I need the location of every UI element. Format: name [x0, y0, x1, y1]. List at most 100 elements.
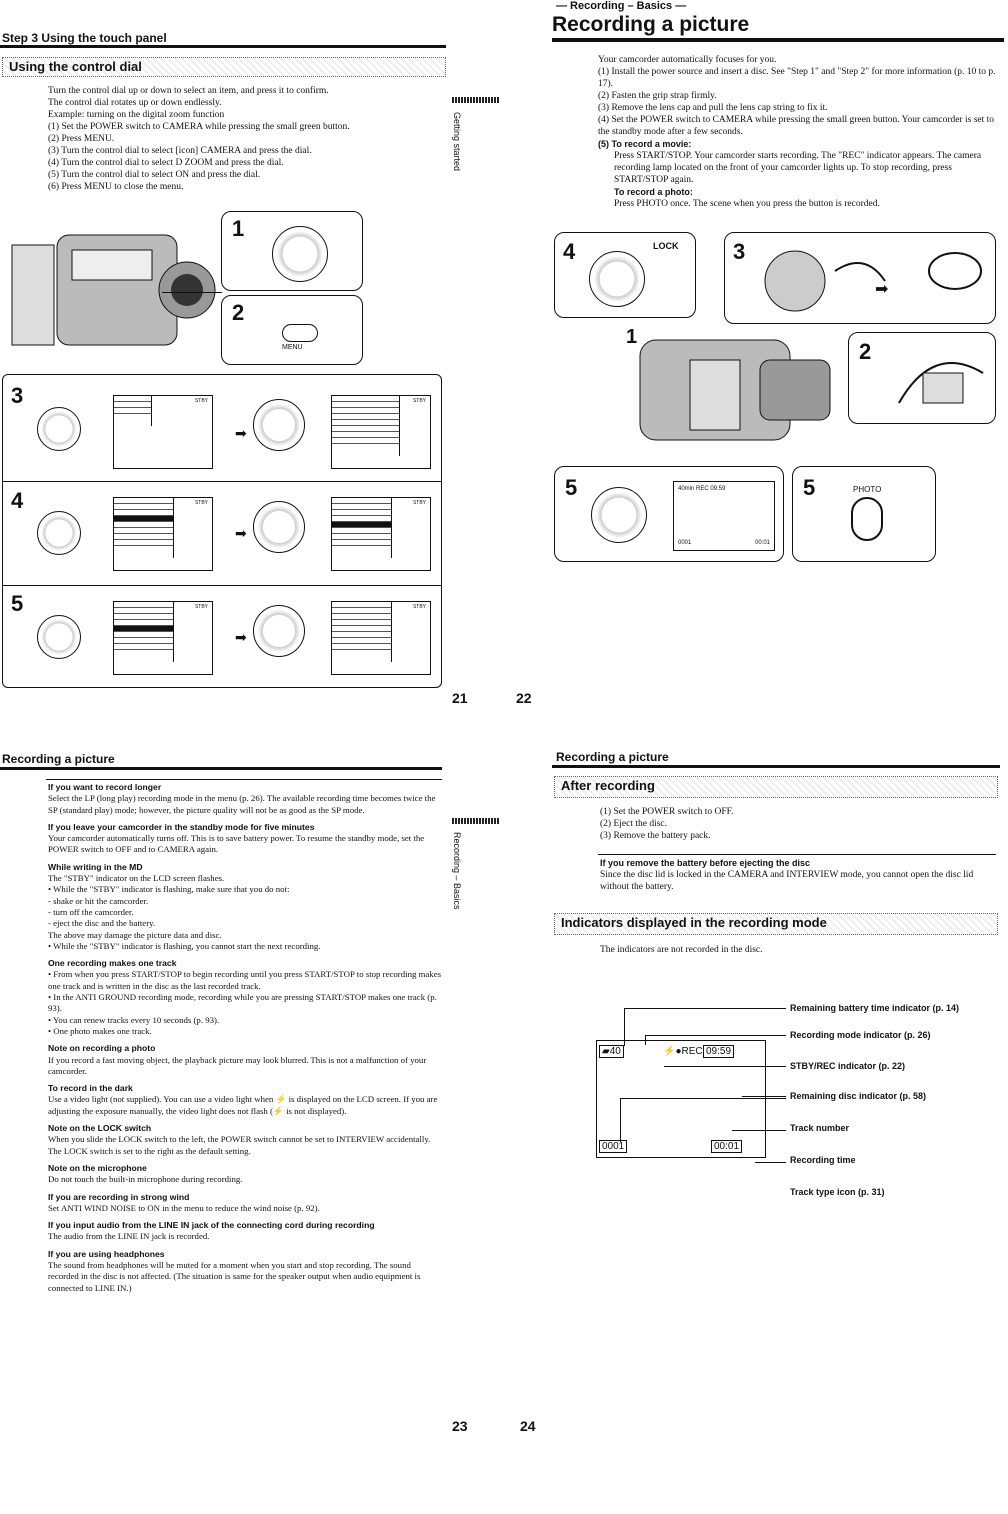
menu-row: [114, 638, 173, 644]
step-number: 2: [232, 300, 245, 325]
leader-line: [645, 1035, 646, 1045]
menu-row: [332, 408, 399, 414]
menu-row: [332, 614, 391, 620]
note-text: Use a video light (not supplied). You ca…: [48, 1094, 438, 1116]
menu-column: [332, 602, 392, 662]
page21-rule: [0, 45, 446, 48]
menu-row: [332, 504, 391, 510]
step-number: 4: [11, 488, 24, 513]
intro-line: The control dial rotates up or down endl…: [48, 98, 222, 108]
arrow-right-icon: ➡: [235, 629, 247, 645]
indicator-label: Track number: [790, 1123, 850, 1133]
note-text: • In the ANTI GROUND recording mode, rec…: [48, 992, 437, 1014]
menu-row: [114, 396, 151, 402]
step1-box: 1: [221, 211, 363, 291]
page23-rule: [0, 767, 442, 770]
section-title-control-dial: Using the control dial: [2, 57, 446, 77]
menu-column: [114, 498, 174, 558]
side-tab-marker: [452, 818, 500, 824]
intro-line: (4) Turn the control dial to select D ZO…: [48, 158, 284, 168]
menu-column: [114, 396, 152, 426]
section-title-text: Indicators displayed in the recording mo…: [561, 915, 827, 930]
leader-line: [620, 1098, 786, 1099]
page22-rule: [552, 38, 1004, 42]
menu-label: MENU: [282, 344, 303, 351]
page-number-22: 22: [516, 690, 532, 706]
page24-rule: [552, 765, 1000, 768]
menu-row: [332, 644, 391, 650]
menu-row: [114, 540, 173, 546]
control-dial-icon: [37, 615, 81, 659]
step-line: (1) Set the POWER switch to OFF.: [600, 807, 734, 817]
step-line: (3) Remove the lens cap and pull the len…: [598, 103, 828, 113]
page22-header: — Recording – Basics —: [556, 0, 687, 12]
dial-press-icon: [253, 399, 305, 451]
lcd-rec-screen: 40min REC 09:59 0001 00:01: [673, 481, 775, 551]
menu-row: [332, 510, 391, 516]
panel-divider: [3, 585, 441, 586]
indicator-label: Remaining disc indicator (p. 58): [790, 1091, 927, 1101]
step-number: 5: [11, 591, 24, 616]
menu-row: [332, 626, 391, 632]
menu-row-selected: [114, 626, 173, 632]
menu-row: [114, 632, 173, 638]
dial-press-icon: [253, 501, 305, 553]
battery-icon: ▰: [602, 1046, 610, 1057]
step-line: Press START/STOP. Your camcorder starts …: [614, 151, 982, 185]
note-text: - shake or hit the camcorder.: [48, 895, 149, 906]
menu-row: [332, 396, 399, 402]
note-heading: If you are using headphones: [48, 1248, 165, 1259]
leader-line: [624, 1008, 625, 1046]
arrow-right-icon: ➡: [875, 281, 889, 298]
menu-row: [332, 516, 391, 522]
lcd-menu-screen: STBY: [331, 601, 431, 675]
note-text: The sound from headphones will be muted …: [48, 1259, 421, 1293]
note-rule: [598, 854, 996, 855]
menu-row: [114, 614, 173, 620]
note-text: The above may damage the picture data an…: [48, 929, 222, 940]
page-number-23: 23: [452, 1418, 468, 1434]
stby-text: STBY: [412, 604, 426, 610]
note-heading: Note on recording a photo: [48, 1043, 156, 1054]
menu-row: [114, 644, 173, 650]
camcorder-illustration: [11, 234, 216, 346]
section-title-indicators: Indicators displayed in the recording mo…: [554, 913, 998, 935]
control-dial-icon: [37, 407, 81, 451]
note-text: - eject the disc and the battery.: [48, 918, 156, 929]
page21-header: Step 3 Using the touch panel: [2, 31, 167, 45]
menu-row: [114, 498, 173, 504]
step-number: 3: [733, 239, 746, 264]
leader-line: [664, 1066, 786, 1067]
stby-text: STBY: [194, 500, 208, 506]
section-title-after-recording: After recording: [554, 776, 998, 798]
menu-row: [114, 602, 173, 608]
intro-line: (3) Turn the control dial to select [ico…: [48, 146, 312, 156]
menu-row: [114, 402, 151, 408]
page21-intro: Turn the control dial up or down to sele…: [48, 85, 443, 193]
stby-text: STBY: [194, 398, 208, 404]
page22-steps: Your camcorder automatically focuses for…: [598, 54, 998, 210]
rec-indicator: ⚡●REC: [663, 1046, 703, 1057]
note-heading: If you input audio from the LINE IN jack…: [48, 1220, 375, 1231]
step3-box: 3 ➡: [724, 232, 996, 324]
page24-header: Recording a picture: [556, 750, 669, 764]
note-heading: If you remove the battery before ejectin…: [600, 858, 811, 868]
menu-row: [332, 426, 399, 432]
step-line: Press PHOTO once. The scene when you pre…: [614, 199, 880, 209]
step4-box: 4 LOCK: [554, 232, 696, 318]
note-text: Since the disc lid is locked in the CAME…: [600, 870, 974, 892]
panel-divider: [3, 481, 441, 482]
step5-photo-box: 5 PHOTO: [792, 466, 936, 562]
note-text: Your camcorder automatically turns off. …: [48, 833, 425, 855]
menu-button-icon: [282, 324, 318, 342]
note-text: • While the "STBY" indicator is flashing…: [48, 940, 321, 951]
step-number: 2: [859, 339, 872, 364]
after-recording-steps: (1) Set the POWER switch to OFF. (2) Eje…: [600, 806, 994, 842]
menu-row: [332, 498, 391, 504]
recording-time-indicator: 00:01: [711, 1140, 743, 1153]
step-number: 5: [803, 475, 816, 500]
note-heading: Note on the microphone: [48, 1162, 147, 1173]
arrow-right-icon: ➡: [235, 525, 247, 541]
menu-row: [114, 528, 173, 534]
menu-row: [332, 414, 399, 420]
